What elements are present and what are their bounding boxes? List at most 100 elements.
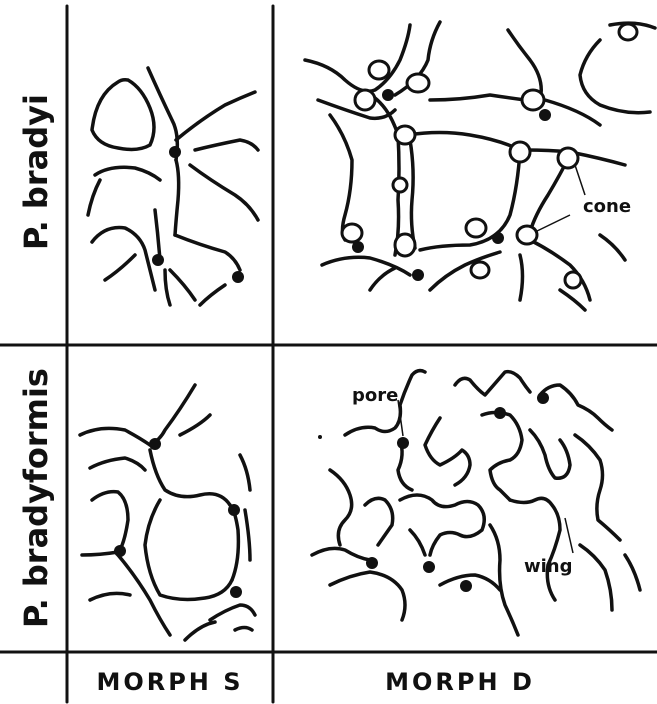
muri-ridge bbox=[540, 385, 612, 430]
pore-dot bbox=[232, 271, 244, 283]
muri-ridge bbox=[330, 115, 352, 240]
pore-dot bbox=[423, 561, 435, 573]
muri-ridge bbox=[625, 555, 640, 590]
cone-shape bbox=[369, 61, 389, 79]
muri-ridge bbox=[455, 372, 530, 395]
cone-shape bbox=[355, 90, 375, 110]
cone-leader-line bbox=[575, 165, 585, 195]
muri-ridge bbox=[165, 270, 170, 305]
muri-ridge bbox=[575, 435, 620, 540]
row-label-p-bradyi: P. bradyi bbox=[17, 94, 55, 250]
pore-dot bbox=[149, 438, 161, 450]
muri-ridge bbox=[545, 100, 600, 125]
row-label-p-bradyformis: P. bradyformis bbox=[17, 368, 55, 628]
panel-bradyi-morph-s bbox=[88, 68, 258, 305]
muri-ridge bbox=[560, 290, 585, 310]
column-label-morph-d: MORPH D bbox=[385, 668, 535, 696]
muri-ridge bbox=[520, 255, 523, 300]
muri-ridge bbox=[150, 450, 230, 505]
pore-dot bbox=[366, 557, 378, 569]
muri-ridge bbox=[430, 95, 525, 100]
cone-shape bbox=[510, 142, 530, 162]
cone-leader-line bbox=[535, 215, 570, 232]
muri-ridge bbox=[90, 593, 130, 600]
cone-shape bbox=[342, 224, 362, 242]
muri-closed-cell bbox=[92, 80, 154, 150]
cone-shape bbox=[522, 90, 544, 110]
muri-ridge bbox=[580, 40, 650, 113]
muri-ridge bbox=[305, 25, 410, 91]
stray-mark bbox=[318, 435, 322, 439]
muri-ridge bbox=[580, 545, 612, 610]
muri-ridge bbox=[90, 458, 145, 470]
muri-ridge bbox=[170, 270, 195, 300]
muri-ridge bbox=[410, 140, 415, 248]
cone-shape bbox=[471, 262, 489, 278]
cone-shape bbox=[393, 178, 407, 192]
muri-ridge bbox=[410, 530, 425, 555]
muri-ridge bbox=[155, 210, 160, 260]
muri-ridge bbox=[365, 498, 393, 545]
pore-dot bbox=[152, 254, 164, 266]
muri-ridge bbox=[82, 552, 118, 555]
muri-ridge bbox=[92, 228, 155, 290]
muri-ridge bbox=[425, 418, 470, 485]
muri-ridge bbox=[150, 385, 195, 445]
muri-ridge bbox=[95, 167, 160, 180]
panel-bradyformis-morph-d bbox=[312, 371, 640, 635]
cone-shape bbox=[466, 219, 486, 237]
pore-dot bbox=[169, 146, 181, 158]
cone-shape bbox=[619, 24, 637, 40]
muri-ridge bbox=[210, 605, 255, 620]
cone-shape bbox=[517, 226, 537, 244]
pore-dot bbox=[230, 586, 242, 598]
muri-ridge bbox=[330, 470, 352, 545]
pore-dot bbox=[460, 580, 472, 592]
muri-ridge bbox=[230, 505, 238, 580]
pore-dot bbox=[494, 407, 506, 419]
muri-ridge bbox=[195, 140, 258, 150]
muri-ridge bbox=[80, 428, 150, 445]
pore-dot bbox=[352, 241, 364, 253]
pore-dot bbox=[397, 437, 409, 449]
muri-ridge bbox=[176, 92, 255, 140]
pore-dot bbox=[539, 109, 551, 121]
muri-ridge bbox=[105, 255, 135, 280]
muri-ridge bbox=[408, 133, 520, 151]
pore-dot bbox=[492, 232, 504, 244]
muri-ridge bbox=[235, 628, 252, 631]
pore-dot bbox=[382, 89, 394, 101]
muri-ridge bbox=[200, 285, 225, 305]
muri-ridge bbox=[175, 235, 240, 270]
muri-ridge bbox=[185, 622, 215, 640]
muri-ridge bbox=[375, 98, 399, 255]
muri-ridge bbox=[322, 257, 410, 275]
wing-leader-line bbox=[565, 518, 573, 553]
column-label-morph-s: MORPH S bbox=[96, 668, 243, 696]
muri-ridge bbox=[330, 572, 405, 620]
cone-shape bbox=[565, 272, 581, 288]
pore-dot bbox=[114, 545, 126, 557]
cone-shape bbox=[407, 74, 429, 92]
muri-ridge bbox=[145, 500, 232, 599]
muri-ridge bbox=[510, 498, 560, 600]
pore-dot bbox=[537, 392, 549, 404]
muri-ridge bbox=[400, 495, 484, 555]
muri-ridge bbox=[88, 180, 100, 215]
muri-ridge bbox=[370, 268, 395, 290]
pore-dot bbox=[412, 269, 424, 281]
muri-ridge bbox=[175, 160, 179, 235]
muri-ridge bbox=[482, 413, 522, 501]
muri-ridge bbox=[530, 430, 570, 478]
annotation-cone: cone bbox=[583, 196, 631, 217]
muri-ridge bbox=[240, 455, 250, 490]
muri-ridge bbox=[490, 525, 518, 635]
muri-ridge bbox=[180, 415, 210, 435]
muri-ridge bbox=[312, 548, 370, 560]
cone-shape bbox=[395, 126, 415, 144]
muri-ridge bbox=[245, 510, 250, 560]
muri-ridge bbox=[92, 492, 128, 550]
muri-ridge bbox=[600, 235, 625, 260]
annotation-pore: pore bbox=[352, 385, 398, 406]
